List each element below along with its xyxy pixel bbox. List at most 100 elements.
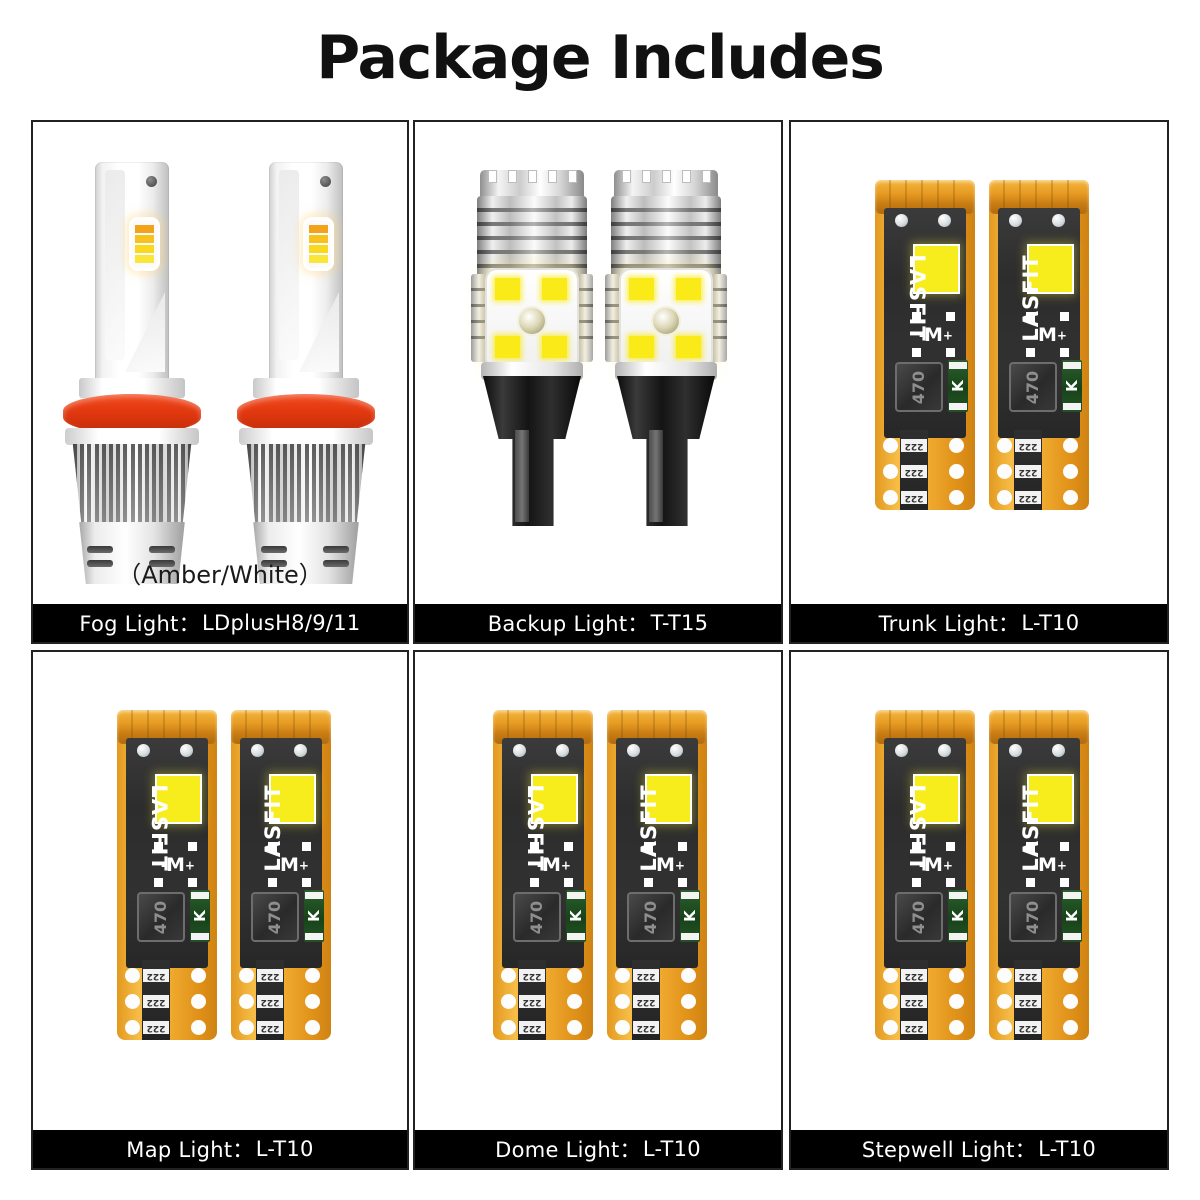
t10-rivet — [627, 744, 640, 757]
t10-resistor: 222 — [901, 1021, 927, 1034]
t10-contact-hole — [567, 968, 582, 983]
t10-rivet — [251, 744, 264, 757]
caption-stepwell-light: Stepwell Light： L-T10 — [791, 1130, 1167, 1168]
t10-solder-pad — [268, 878, 277, 887]
panel-fog-light[interactable]: （Amber/White） Fog Light： LDplusH8/9/11 — [31, 120, 409, 644]
t10-led-emitter — [1029, 246, 1072, 292]
t10-contact-hole — [949, 438, 964, 453]
t10-resistor: 222 — [901, 491, 927, 504]
t10-solder-pad — [946, 312, 955, 321]
t10-rivet — [294, 744, 307, 757]
t10-polarity-marking: -M+ — [651, 854, 685, 876]
t15-led — [676, 278, 701, 300]
t10-rivet — [895, 214, 908, 227]
fog-led-chip — [132, 220, 157, 268]
t10-contact-hole — [1063, 438, 1078, 453]
t10-diode: K — [1062, 360, 1082, 412]
t10-contact-hole — [305, 968, 320, 983]
t10-diode: K — [948, 360, 968, 412]
t10-contact-hole — [949, 490, 964, 505]
t10-resistor: 222 — [519, 1021, 545, 1034]
t15-wedge-highlight — [649, 430, 663, 522]
fog-bulb-heatsink — [72, 444, 192, 526]
t15-led-panel — [487, 270, 577, 368]
t10-resistor: 222 — [143, 995, 169, 1008]
t10-rivet — [670, 744, 683, 757]
t10-polarity-marking: -M+ — [919, 324, 953, 346]
t10-led-emitter — [533, 776, 576, 822]
caption-value: T-T15 — [650, 611, 709, 635]
fog-bulb-base — [79, 522, 185, 584]
t10-led-emitter — [647, 776, 690, 822]
t10-solder-pad — [912, 878, 921, 887]
t10-resistor: 222 — [1015, 995, 1041, 1008]
t10-solder-pad — [302, 878, 311, 887]
caption-key: Trunk Light： — [878, 612, 1020, 636]
t10-diode: K — [948, 890, 968, 942]
fog-bulb-heatsink — [246, 444, 366, 526]
fog-bulb-shell — [269, 162, 343, 382]
t10-rivet — [1052, 744, 1065, 757]
t10-contact-hole — [501, 968, 516, 983]
t10-rivet — [938, 214, 951, 227]
t10-contact-hole — [239, 994, 254, 1009]
t10-resistor: 222 — [1015, 439, 1041, 452]
t10-contact-hole — [997, 490, 1012, 505]
t10-solder-pad — [644, 878, 653, 887]
fog-bulb-left — [57, 150, 207, 584]
t10-inductor: 470 — [137, 892, 185, 942]
t10-contact-hole — [681, 994, 696, 1009]
caption-value: L-T10 — [1038, 1137, 1097, 1161]
t10-diode: K — [304, 890, 324, 942]
t10-resistor: 222 — [257, 1021, 283, 1034]
t10-contact-hole — [883, 490, 898, 505]
fog-base-slot — [149, 560, 175, 567]
t10-led-emitter — [915, 246, 958, 292]
panel-backup-light[interactable]: Backup Light： T-T15 — [413, 120, 783, 644]
t10-solder-pad — [1026, 348, 1035, 357]
t10-resistor: 222 — [1015, 969, 1041, 982]
t10-rivet — [556, 744, 569, 757]
t10-contact-hole — [1063, 994, 1078, 1009]
t10-solder-pad — [946, 842, 955, 851]
t10-solder-pad — [154, 842, 163, 851]
t10-solder-pad — [268, 842, 277, 851]
caption-value: LDplusH8/9/11 — [202, 611, 361, 635]
t15-bulb-right — [601, 162, 731, 532]
t10-solder-pad — [946, 878, 955, 887]
screw-icon — [146, 176, 157, 187]
t10-contact-hole — [1063, 968, 1078, 983]
t10-contact-hole — [997, 968, 1012, 983]
t10-solder-pad — [564, 842, 573, 851]
t10-resistor: 222 — [257, 969, 283, 982]
t10-solder-pad — [530, 878, 539, 887]
caption-key: Map Light： — [126, 1138, 254, 1162]
t15-crown — [614, 170, 718, 200]
t15-heatsink — [611, 196, 721, 282]
t10-solder-pad — [188, 878, 197, 887]
t10-solder-pad — [1060, 348, 1069, 357]
t15-wedge-base — [617, 376, 715, 526]
t15-center-lens — [519, 308, 545, 334]
t10-rivet — [513, 744, 526, 757]
t10-contact-hole — [997, 438, 1012, 453]
t10-inductor: 470 — [513, 892, 561, 942]
t10-polarity-marking: -M+ — [1033, 854, 1067, 876]
t10-solder-pad — [1060, 312, 1069, 321]
t10-contact-hole — [681, 1020, 696, 1035]
t10-inductor: 470 — [895, 892, 943, 942]
t10-contact-hole — [883, 464, 898, 479]
t10-solder-pad — [912, 842, 921, 851]
fog-base-slot — [87, 546, 113, 553]
